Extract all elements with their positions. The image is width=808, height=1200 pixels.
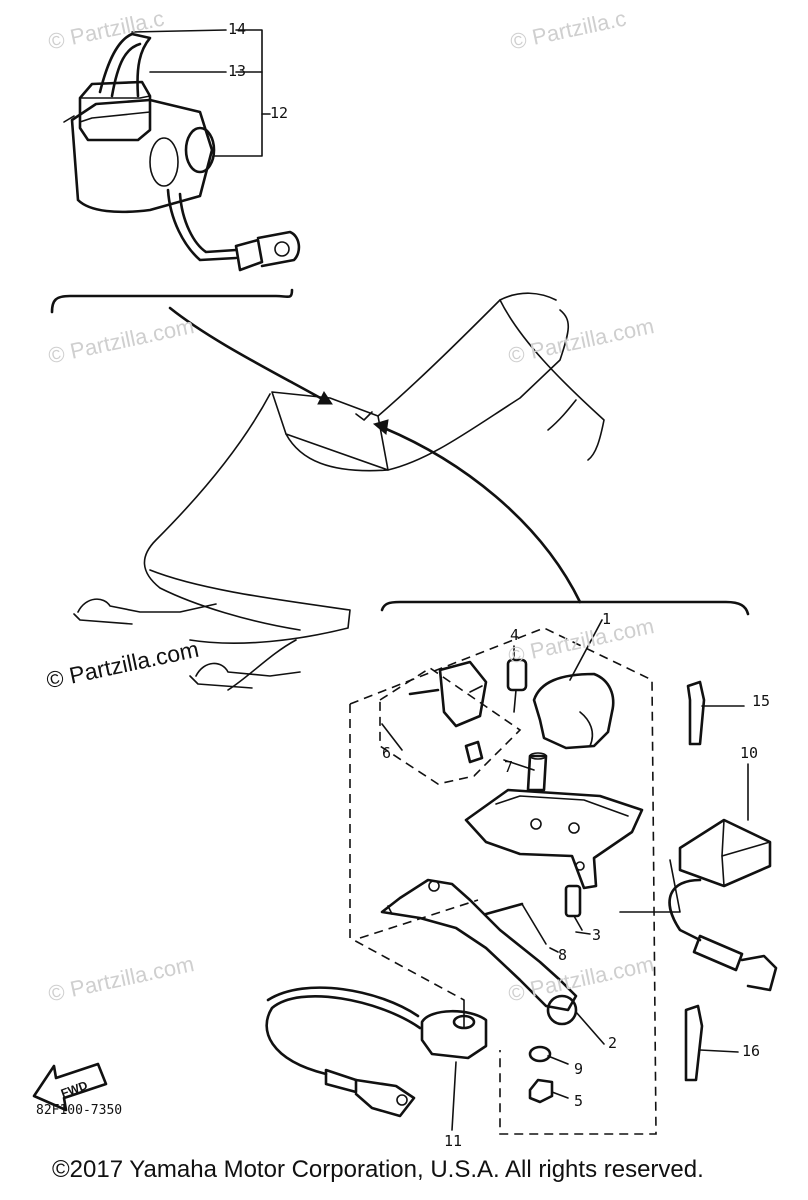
- callout-2: 2: [608, 1034, 618, 1052]
- part-15-tie: [686, 680, 706, 746]
- part-1-cover: [532, 672, 615, 750]
- part-10-relay: [668, 818, 778, 992]
- callout-6: 6: [382, 744, 392, 762]
- callout-3: 3: [592, 926, 602, 944]
- copyright-notice: ©2017 Yamaha Motor Corporation, U.S.A. A…: [52, 1156, 704, 1183]
- callout-14: 14: [228, 20, 247, 38]
- diagram-code: 82F100-7350: [36, 1103, 123, 1118]
- callout-12: 12: [270, 104, 289, 122]
- callout-15: 15: [752, 692, 771, 710]
- part-2-lever: [380, 878, 578, 1026]
- callout-13: 13: [228, 62, 247, 80]
- part-4-bolt: [506, 658, 528, 713]
- callout-9: 9: [574, 1060, 584, 1078]
- snowmobile-outline: [73, 292, 605, 691]
- part-8-screw: [484, 902, 524, 916]
- callout-11: 11: [444, 1132, 463, 1150]
- part-9-washer: [528, 1045, 552, 1063]
- group-brace-bottom: [380, 600, 750, 616]
- part-11-switch: [265, 986, 488, 1118]
- routing-arrow-bottom: [382, 426, 582, 604]
- callout-5: 5: [574, 1092, 584, 1110]
- callout-8: 8: [558, 946, 568, 964]
- assembly-12-switch-housing: [63, 32, 301, 272]
- callout-7: 7: [504, 758, 514, 776]
- callout-10: 10: [740, 744, 759, 762]
- dashed-group-1: [349, 627, 657, 1135]
- part-7-pin: [526, 752, 548, 792]
- part-3-bolt: [564, 884, 583, 931]
- part-6-switch: [408, 660, 488, 764]
- dashed-group-6: [379, 667, 522, 785]
- part-16-tie: [684, 1004, 704, 1082]
- group-brace-top: [50, 288, 294, 314]
- callout-4: 4: [510, 626, 520, 644]
- part-5-nut: [528, 1078, 554, 1104]
- callout-16: 16: [742, 1042, 761, 1060]
- leader-14: [131, 29, 227, 33]
- bracket-12: [213, 29, 263, 157]
- callout-1: 1: [602, 610, 612, 628]
- routing-arrow-top: [168, 306, 326, 402]
- part-mount-plate: [464, 788, 644, 890]
- fwd-label: FWD: [59, 1078, 90, 1101]
